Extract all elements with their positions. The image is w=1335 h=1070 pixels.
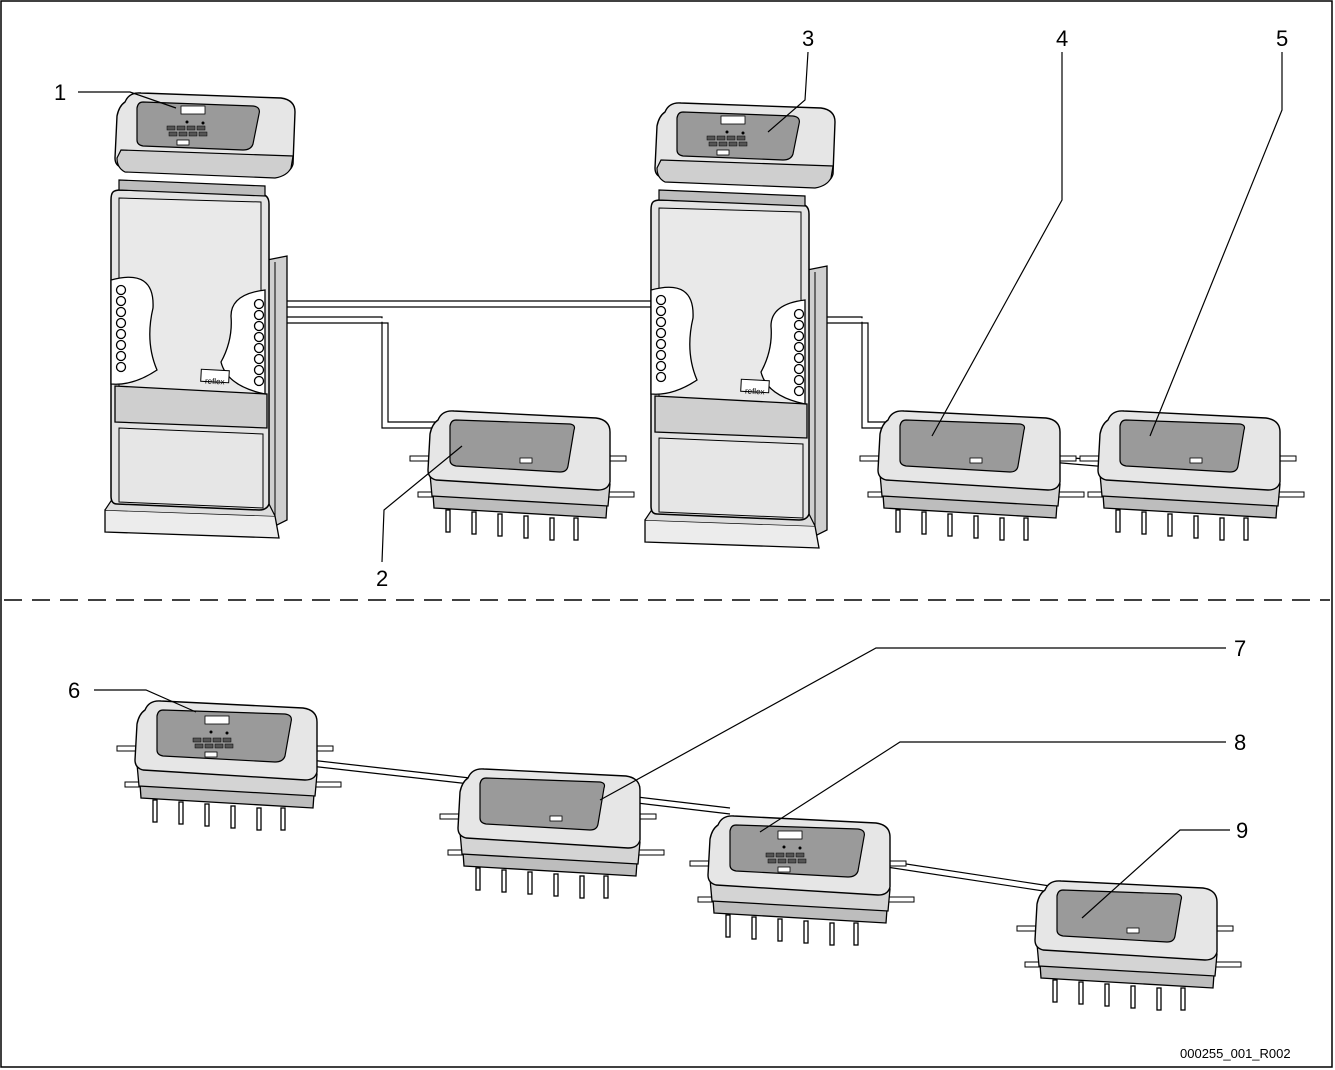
pipe-cabinet1-to-cabinet2: [260, 300, 655, 308]
extension-module-2: [410, 411, 634, 540]
bus-line-bottom: [309, 759, 1051, 893]
brand-plate-unit-1: reflex: [205, 376, 225, 386]
callout-6: 6: [68, 678, 80, 703]
drawing-code: 000255_001_R002: [1180, 1046, 1291, 1061]
extension-module-9: [1017, 881, 1241, 1010]
control-module-8: [690, 816, 914, 945]
pipe-cabinet1-to-module2: [262, 316, 450, 429]
leader-lines: [78, 51, 1283, 919]
callout-2: 2: [376, 566, 388, 591]
brand-plate-unit-3: reflex: [745, 386, 765, 396]
extension-module-5: [1080, 411, 1304, 540]
control-module-6: [117, 701, 341, 830]
callout-9: 9: [1236, 818, 1248, 843]
callout-1: 1: [54, 80, 66, 105]
control-cabinet-unit-1: [104, 92, 296, 539]
extension-module-4: [860, 411, 1084, 540]
control-cabinet-unit-3: [644, 102, 836, 549]
callout-3: 3: [802, 26, 814, 51]
callout-5: 5: [1276, 26, 1288, 51]
callout-7: 7: [1234, 636, 1246, 661]
extension-module-7: [440, 769, 664, 898]
callout-4: 4: [1056, 26, 1068, 51]
callout-8: 8: [1234, 730, 1246, 755]
